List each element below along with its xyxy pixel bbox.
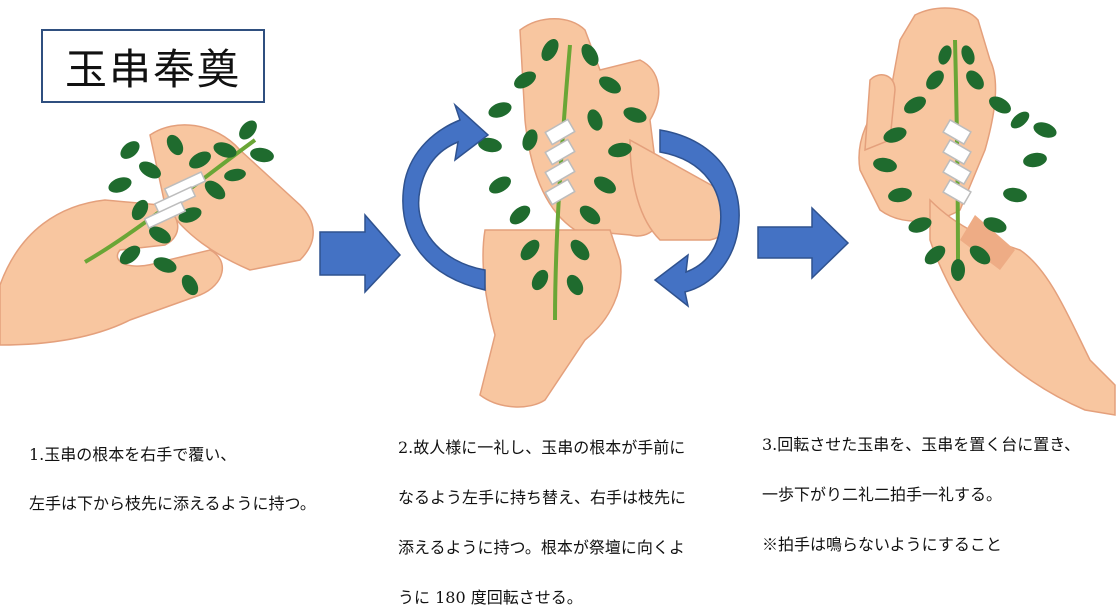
shide-paper-2 <box>544 118 576 206</box>
hands-illustration-3 <box>858 7 1116 416</box>
step-3-line-1: 3.回転させた玉串を、玉串を置く台に置き、 <box>762 435 1081 454</box>
right-arrow-1 <box>319 213 402 294</box>
step-3-line-2: 一歩下がり二礼二拍手一礼する。 <box>762 485 1003 504</box>
step-1-line-2: 左手は下から枝先に添えるように持つ。 <box>29 494 316 513</box>
step-2-line-4: うに 180 度回転させる。 <box>398 588 583 607</box>
right-arrow-2 <box>757 206 850 280</box>
shide-paper-3 <box>942 118 972 206</box>
leaves-1 <box>108 120 274 296</box>
hands-illustration-2 <box>478 18 734 408</box>
step-2-line-1: 2.故人様に一礼し、玉串の根本が手前に <box>398 438 686 457</box>
shide-paper-1 <box>143 171 207 229</box>
step-1-text: 1.玉串の根本を右手で覆い、 左手は下から枝先に添えるように持つ。 <box>29 447 316 512</box>
page-title: 玉串奉奠 <box>41 29 265 103</box>
bottom-hand-2 <box>479 229 622 408</box>
step-2-line-2: なるよう左手に持ち替え、右手は枝先に <box>398 488 687 507</box>
rotation-arrow-left <box>402 102 490 291</box>
step-3-line-3: ※拍手は鳴らないようにすること <box>762 535 1002 554</box>
rotation-arrow-right <box>653 129 740 308</box>
leaves-3 <box>873 45 1057 281</box>
step-2-text: 2.故人様に一礼し、玉串の根本が手前に なるよう左手に持ち替え、右手は枝先に 添… <box>398 440 686 606</box>
step-2-line-3: 添えるように持つ。根本が祭壇に向くよ <box>398 538 685 557</box>
leaves-2 <box>478 39 647 296</box>
step-3-text: 3.回転させた玉串を、玉串を置く台に置き、 一歩下がり二礼二拍手一礼する。 ※拍… <box>762 437 1080 553</box>
step-1-line-1: 1.玉串の根本を右手で覆い、 <box>29 445 237 464</box>
hands-illustration-1 <box>0 120 314 346</box>
